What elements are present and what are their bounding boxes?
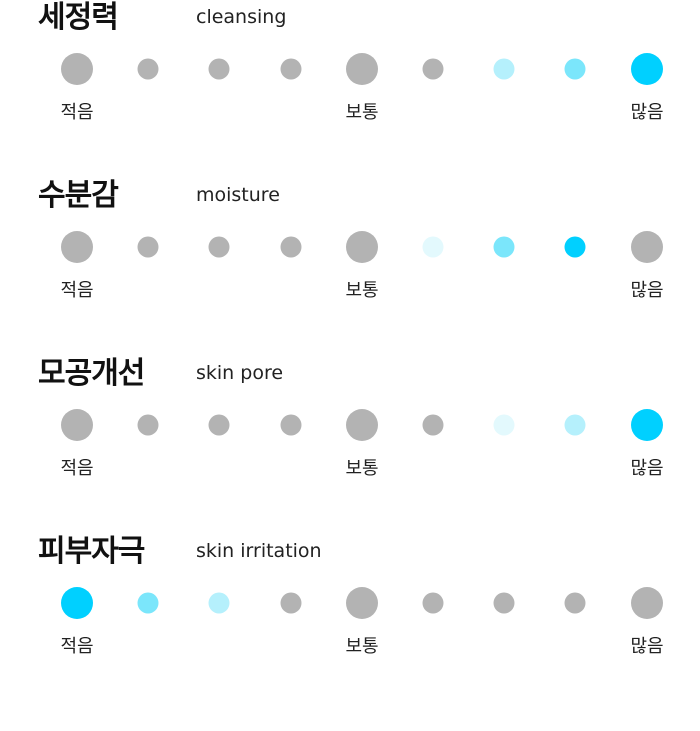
section-moisture: 수분감 moisture 적음 보통 많음 bbox=[0, 178, 700, 328]
rating-dot-9 bbox=[631, 409, 663, 441]
rating-dot-2 bbox=[137, 592, 159, 614]
rating-dot-5 bbox=[346, 409, 378, 441]
rating-dot-4 bbox=[280, 236, 302, 258]
rating-dot-2 bbox=[137, 236, 159, 258]
scale-label-low: 적음 bbox=[60, 280, 94, 301]
section-subtitle: skin pore bbox=[196, 362, 284, 384]
rating-dot-3 bbox=[208, 592, 230, 614]
rating-dot-8 bbox=[564, 58, 586, 80]
rating-dot-7 bbox=[493, 58, 515, 80]
scale-label-mid: 보통 bbox=[345, 458, 379, 479]
rating-dot-9 bbox=[631, 587, 663, 619]
section-title: 세정력 bbox=[38, 0, 119, 35]
scale-label-low: 적음 bbox=[60, 458, 94, 479]
rating-dot-8 bbox=[564, 592, 586, 614]
section-skin-irritation: 피부자극 skin irritation 적음 보통 많음 bbox=[0, 534, 700, 684]
scale-label-high: 많음 bbox=[630, 280, 664, 301]
rating-dot-8 bbox=[564, 236, 586, 258]
rating-dot-5 bbox=[346, 231, 378, 263]
section-subtitle: cleansing bbox=[196, 6, 287, 28]
rating-dot-4 bbox=[280, 592, 302, 614]
section-subtitle: moisture bbox=[196, 184, 280, 206]
rating-dot-6 bbox=[422, 592, 444, 614]
rating-dot-9 bbox=[631, 53, 663, 85]
scale-label-high: 많음 bbox=[630, 636, 664, 657]
rating-dot-1 bbox=[61, 409, 93, 441]
rating-dot-1 bbox=[61, 587, 93, 619]
rating-dot-3 bbox=[208, 236, 230, 258]
rating-dot-4 bbox=[280, 58, 302, 80]
rating-dot-9 bbox=[631, 231, 663, 263]
rating-dot-3 bbox=[208, 58, 230, 80]
rating-dot-6 bbox=[422, 58, 444, 80]
scale-label-mid: 보통 bbox=[345, 102, 379, 123]
rating-dot-1 bbox=[61, 53, 93, 85]
section-skin-pore: 모공개선 skin pore 적음 보통 많음 bbox=[0, 356, 700, 506]
scale-label-high: 많음 bbox=[630, 102, 664, 123]
rating-dot-7 bbox=[493, 236, 515, 258]
rating-dot-7 bbox=[493, 592, 515, 614]
rating-dot-2 bbox=[137, 58, 159, 80]
rating-dot-7 bbox=[493, 414, 515, 436]
scale-label-low: 적음 bbox=[60, 636, 94, 657]
section-title: 피부자극 bbox=[38, 534, 145, 569]
scale-label-low: 적음 bbox=[60, 102, 94, 123]
section-subtitle: skin irritation bbox=[196, 540, 322, 562]
scale-label-mid: 보통 bbox=[345, 280, 379, 301]
rating-dot-3 bbox=[208, 414, 230, 436]
rating-dot-6 bbox=[422, 414, 444, 436]
scale-label-mid: 보통 bbox=[345, 636, 379, 657]
section-title: 수분감 bbox=[38, 178, 119, 213]
rating-dot-6 bbox=[422, 236, 444, 258]
rating-dot-2 bbox=[137, 414, 159, 436]
rating-dot-1 bbox=[61, 231, 93, 263]
rating-dot-5 bbox=[346, 587, 378, 619]
section-cleansing: 세정력 cleansing 적음 보통 많음 bbox=[0, 0, 700, 150]
rating-dot-4 bbox=[280, 414, 302, 436]
scale-label-high: 많음 bbox=[630, 458, 664, 479]
section-title: 모공개선 bbox=[38, 356, 145, 391]
rating-dot-5 bbox=[346, 53, 378, 85]
rating-dot-8 bbox=[564, 414, 586, 436]
